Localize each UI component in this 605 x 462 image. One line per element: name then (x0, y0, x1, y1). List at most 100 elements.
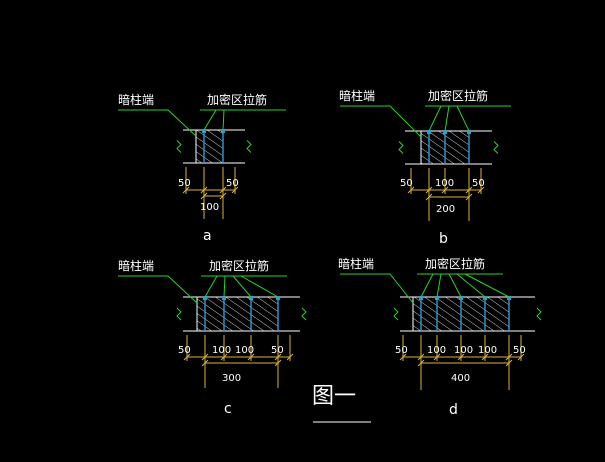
tie-bar-hook (221, 129, 225, 133)
label-column-end-c: 暗柱端 (118, 258, 154, 273)
caption-a: a (203, 228, 212, 244)
dim-total-a: 100 (200, 202, 219, 213)
hatch-zone (195, 129, 224, 164)
total-dimension-tick (425, 193, 433, 201)
tie-bar-hook (202, 129, 206, 133)
dim-sub-c-2: 100 (235, 345, 254, 356)
detail-c-geometry (118, 275, 307, 388)
tie-bar-hook (222, 296, 226, 300)
tie-bar-hook (203, 296, 207, 300)
dim-sub-d-4: 50 (513, 345, 526, 356)
detail-b: 暗柱端 加密区拉筋 50 100 50 200 b (339, 88, 488, 247)
dim-sub-d-1: 100 (427, 345, 446, 356)
label-column-end-b: 暗柱端 (339, 88, 375, 103)
dim-sub-a-1: 50 (226, 178, 239, 189)
leader-tie-bar-branch (203, 109, 217, 131)
dimension-tick (481, 353, 489, 361)
caption-b: b (439, 231, 448, 247)
leader-tie-bar-branch (456, 105, 470, 132)
tie-bar-hook (483, 296, 487, 300)
dim-sub-c-0: 50 (178, 345, 191, 356)
leader-tie-bar-branch (204, 275, 218, 298)
total-dimension-tick (219, 192, 227, 200)
leader-tie-bar-branch (464, 273, 510, 298)
tie-bar-hook (435, 296, 439, 300)
dimension-tick (286, 353, 294, 361)
break-mark (493, 141, 499, 154)
leader-column-end (340, 105, 422, 138)
total-dimension-tick (200, 192, 208, 200)
break-mark (393, 307, 399, 321)
dimension-tick (441, 186, 449, 194)
dimension-tick (407, 186, 415, 194)
dim-total-b: 200 (436, 204, 455, 215)
detail-b-geometry (340, 105, 511, 221)
leader-tie-bar-branch (223, 275, 226, 298)
label-column-end-a: 暗柱端 (118, 92, 154, 107)
caption-d: d (449, 402, 458, 418)
dim-sub-c-3: 50 (271, 345, 284, 356)
leader-column-end (118, 109, 197, 137)
hatch-zone (196, 296, 279, 332)
dimension-tick (183, 353, 191, 361)
tie-bar-hook (459, 296, 463, 300)
detail-d: 暗柱端 加密区拉筋 50 100 100 100 50 400 d (338, 256, 526, 418)
leader-tie-bar-branch (444, 105, 450, 132)
dimension-tick (517, 353, 525, 361)
leader-tie-bar-branch (436, 273, 442, 298)
detail-a: 暗柱端 加密区拉筋 50 50 100 a (118, 92, 267, 244)
label-tie-bar-c: 加密区拉筋 (209, 258, 269, 273)
caption-c: c (224, 401, 232, 417)
leader-tie-bar-branch (240, 275, 279, 298)
tie-bar-hook (427, 130, 431, 134)
tie-bar-hook (419, 296, 423, 300)
dim-sub-b-0: 50 (400, 178, 413, 189)
break-mark (398, 141, 404, 154)
tie-bar-hook (276, 296, 280, 300)
label-tie-bar-b: 加密区拉筋 (428, 88, 488, 103)
break-mark (536, 307, 542, 321)
dim-sub-a-0: 50 (178, 178, 191, 189)
detail-d-geometry (340, 273, 542, 390)
total-dimension-tick (201, 359, 209, 367)
dim-total-c: 300 (222, 373, 241, 384)
dim-sub-c-1: 100 (212, 345, 231, 356)
leader-tie-bar-branch (428, 105, 442, 132)
dimension-tick (477, 186, 485, 194)
break-mark (176, 140, 182, 153)
dim-sub-d-3: 100 (478, 345, 497, 356)
leader-tie-bar-branch (232, 275, 252, 298)
label-column-end-d: 暗柱端 (338, 256, 374, 271)
dimension-tick (231, 186, 239, 194)
dimension-tick (433, 353, 441, 361)
leader-tie-bar-branch (222, 109, 225, 131)
total-dimension-tick (274, 359, 282, 367)
leader-tie-bar-branch (420, 273, 434, 298)
figure-title: 图一 (312, 384, 356, 409)
total-dimension-tick (465, 193, 473, 201)
dimension-tick (182, 186, 190, 194)
total-dimension-tick (505, 359, 513, 367)
tie-bar-hook (443, 130, 447, 134)
leader-column-end (340, 273, 414, 304)
dimension-tick (399, 353, 407, 361)
leader-tie-bar-branch (448, 273, 462, 298)
dim-total-d: 400 (451, 373, 470, 384)
tie-bar-hook (467, 130, 471, 134)
label-tie-bar-d: 加密区拉筋 (425, 256, 485, 271)
dim-sub-d-0: 50 (395, 345, 408, 356)
leader-column-end (118, 275, 198, 304)
tie-bar-hook (507, 296, 511, 300)
total-dimension-tick (417, 359, 425, 367)
tie-bar-hook (249, 296, 253, 300)
dimension-tick (220, 353, 228, 361)
dim-sub-b-2: 50 (472, 178, 485, 189)
break-mark (176, 307, 182, 321)
break-mark (301, 307, 307, 321)
dimension-tick (247, 353, 255, 361)
dim-sub-d-2: 100 (454, 345, 473, 356)
detail-a-geometry (118, 109, 286, 219)
label-tie-bar-a: 加密区拉筋 (207, 92, 267, 107)
dim-sub-b-1: 100 (435, 178, 454, 189)
detail-c: 暗柱端 加密区拉筋 50 100 100 50 300 c (118, 258, 284, 417)
